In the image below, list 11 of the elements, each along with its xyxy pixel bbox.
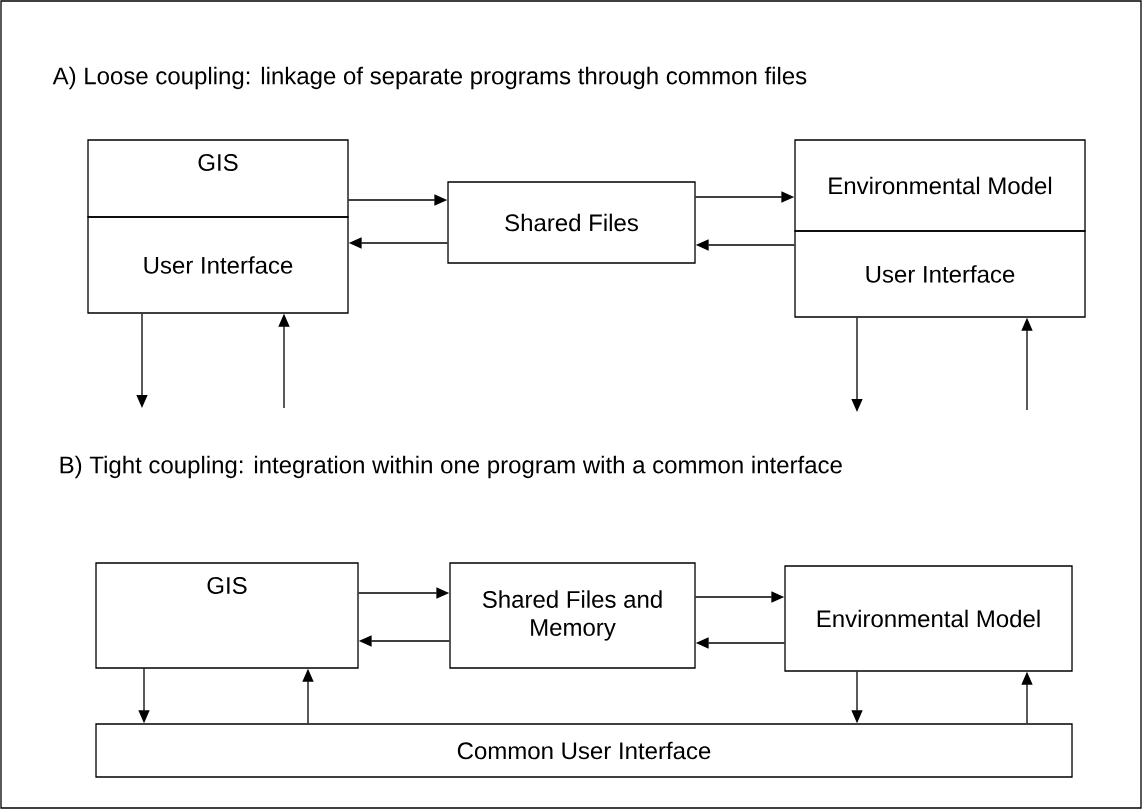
process-box: Environmental Model bbox=[784, 565, 1073, 672]
process-box: GIS bbox=[95, 562, 359, 669]
process-box: Shared Files and Memory bbox=[449, 562, 696, 669]
interface-bar: Common User Interface bbox=[95, 723, 1073, 778]
section-box: GIS bbox=[87, 139, 349, 218]
process-box: Shared Files bbox=[447, 181, 696, 264]
section-box: Environmental Model bbox=[794, 139, 1086, 232]
section-box: User Interface bbox=[794, 230, 1086, 318]
section-heading: B) Tight coupling: integration within one program with a common interface bbox=[60, 455, 842, 479]
section-heading: A) Loose coupling: linkage of separate programs through common files bbox=[52, 66, 807, 90]
section-box: User Interface bbox=[87, 216, 349, 314]
